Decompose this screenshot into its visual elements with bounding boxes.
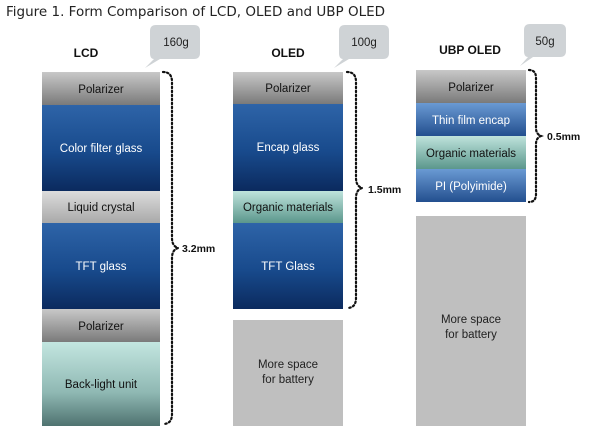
lcd-layer-polarizer-bottom <box>42 309 160 342</box>
lcd-thickness: 3.2mm <box>182 243 215 255</box>
oled-heading: OLED <box>271 46 305 60</box>
oled-thickness-bracket <box>345 70 366 310</box>
lcd-layer-liquid-crystal <box>42 191 160 223</box>
lcd-layer-label: Color filter glass <box>60 143 143 155</box>
ubp-thickness-bracket <box>527 68 544 204</box>
lcd-layer-tft-glass <box>42 223 160 309</box>
ubp-layer-thin-film-encap <box>416 103 526 136</box>
ubp-oled-weight-callout: 50g <box>520 24 566 66</box>
oled-layer-label: Polarizer <box>265 83 311 95</box>
lcd-layer-label: TFT glass <box>76 261 127 273</box>
ubp-layer-label: Organic materials <box>426 148 516 160</box>
lcd-layer-color-filter-glass <box>42 105 160 191</box>
oled-layer-label: Encap glass <box>257 142 320 154</box>
lcd-layer-label: Polarizer <box>78 84 124 96</box>
ubp-layer-organic-materials <box>416 136 526 169</box>
oled-battery-label: More space for battery <box>257 359 319 386</box>
oled-layer-organic-materials <box>233 191 343 223</box>
oled-layer-polarizer <box>233 72 343 104</box>
oled-thickness: 1.5mm <box>368 184 401 196</box>
oled-layer-label: Organic materials <box>243 202 333 214</box>
lcd-stack: Polarizer Color filter glass Liquid crys… <box>42 72 160 426</box>
lcd-weight-callout: 160g <box>145 25 200 68</box>
figure-title: Figure 1. Form Comparison of LCD, OLED a… <box>6 4 385 20</box>
ubp-layer-polarizer <box>416 70 526 103</box>
ubp-layer-polyimide <box>416 169 526 202</box>
ubp-layer-label: Polarizer <box>448 82 494 94</box>
oled-layer-tft-glass <box>233 223 343 309</box>
lcd-layer-label: Back-light unit <box>65 379 138 391</box>
ubp-layer-label: PI (Polyimide) <box>435 181 507 193</box>
lcd-layer-label: Polarizer <box>78 321 124 333</box>
ubp-thickness: 0.5mm <box>547 131 580 143</box>
lcd-layer-polarizer-top <box>42 72 160 105</box>
oled-stack: Polarizer Encap glass Organic materials … <box>233 72 343 309</box>
lcd-layer-back-light-unit <box>42 342 160 426</box>
ubp-oled-heading: UBP OLED <box>439 43 501 57</box>
ubp-oled-stack: Polarizer Thin film encap Organic materi… <box>416 70 526 202</box>
lcd-layer-label: Liquid crystal <box>67 202 134 214</box>
oled-weight: 100g <box>351 37 377 49</box>
ubp-battery-label: More space for battery <box>440 314 502 341</box>
oled-layer-encap-glass <box>233 104 343 191</box>
oled-weight-callout: 100g <box>334 25 389 68</box>
oled-battery-space <box>233 320 343 426</box>
lcd-weight: 160g <box>163 37 189 49</box>
lcd-heading: LCD <box>74 46 99 60</box>
ubp-oled-weight: 50g <box>535 36 554 48</box>
lcd-thickness-bracket <box>161 70 182 426</box>
oled-layer-label: TFT Glass <box>261 261 315 273</box>
ubp-layer-label: Thin film encap <box>432 115 510 127</box>
ubp-battery-space <box>416 216 526 426</box>
